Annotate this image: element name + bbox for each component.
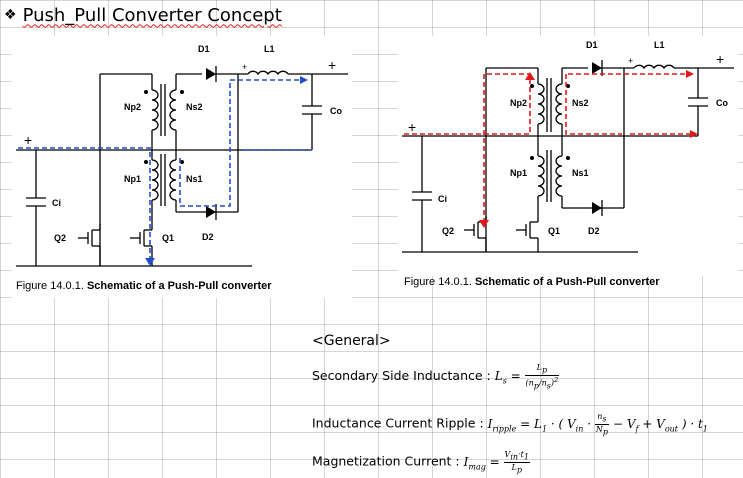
svg-text:+: + <box>628 56 633 66</box>
svg-text:Np1: Np1 <box>510 168 527 178</box>
right-current-path <box>404 73 696 224</box>
left-figure-caption: Figure 14.0.1. Schematic of a Push-Pull … <box>16 280 272 292</box>
svg-text:Ns1: Ns1 <box>186 174 203 184</box>
svg-text:Q2: Q2 <box>54 233 66 243</box>
left-circuit-wires <box>16 66 348 267</box>
d2-diode-symbol <box>592 202 602 214</box>
svg-text:Co: Co <box>716 98 728 108</box>
general-heading: <General> <box>312 333 391 349</box>
svg-text:Ci: Ci <box>52 198 61 208</box>
svg-text:D1: D1 <box>586 40 598 50</box>
right-circuit-wires <box>402 60 734 253</box>
svg-text:+: + <box>408 119 416 135</box>
svg-text:+: + <box>716 51 724 67</box>
general-formulas: <General> Secondary Side Inductance : Ls… <box>312 325 740 475</box>
svg-text:Ns2: Ns2 <box>186 102 203 112</box>
svg-text:Np1: Np1 <box>124 174 141 184</box>
svg-text:L1: L1 <box>654 40 665 50</box>
d1-diode-symbol <box>592 62 602 74</box>
page-title: ❖ Push_Pull Converter Concept <box>4 2 282 28</box>
current-ripple-formula: Inductance Current Ripple : Iripple = L1… <box>312 412 708 437</box>
svg-text:Q2: Q2 <box>442 226 454 236</box>
d1-diode-symbol <box>206 68 216 80</box>
svg-text:Ci: Ci <box>438 194 447 204</box>
svg-text:L1: L1 <box>264 44 275 54</box>
title-text: Push_Pull Converter Concept <box>22 4 282 26</box>
svg-text:Np2: Np2 <box>124 102 141 112</box>
svg-text:Q1: Q1 <box>548 226 560 236</box>
svg-text:Ns2: Ns2 <box>572 98 589 108</box>
right-schematic: + + + D1 L1 Np2 Ns2 Np1 Ns1 Co Ci Q2 Q1 … <box>398 36 738 276</box>
input-plus: + <box>24 132 32 148</box>
bullet-icon: ❖ <box>4 7 17 23</box>
svg-text:Ns1: Ns1 <box>572 168 589 178</box>
svg-text:Q1: Q1 <box>162 233 174 243</box>
svg-text:+: + <box>328 57 336 73</box>
left-current-path <box>18 79 312 262</box>
right-figure-caption: Figure 14.0.1. Schematic of a Push-Pull … <box>404 276 660 288</box>
left-schematic: + + + D1 L1 Np2 Ns2 Np1 Ns1 Co Ci Q2 Q1 … <box>12 36 352 298</box>
svg-text:Co: Co <box>330 106 342 116</box>
svg-text:Np2: Np2 <box>510 98 527 108</box>
d2-diode-symbol <box>206 206 216 218</box>
svg-text:D2: D2 <box>202 232 214 242</box>
svg-text:D2: D2 <box>588 226 600 236</box>
secondary-inductance-formula: Secondary Side Inductance : Ls = Lp(np/n… <box>312 363 560 390</box>
svg-text:D1: D1 <box>198 44 210 54</box>
svg-text:+: + <box>242 62 247 72</box>
